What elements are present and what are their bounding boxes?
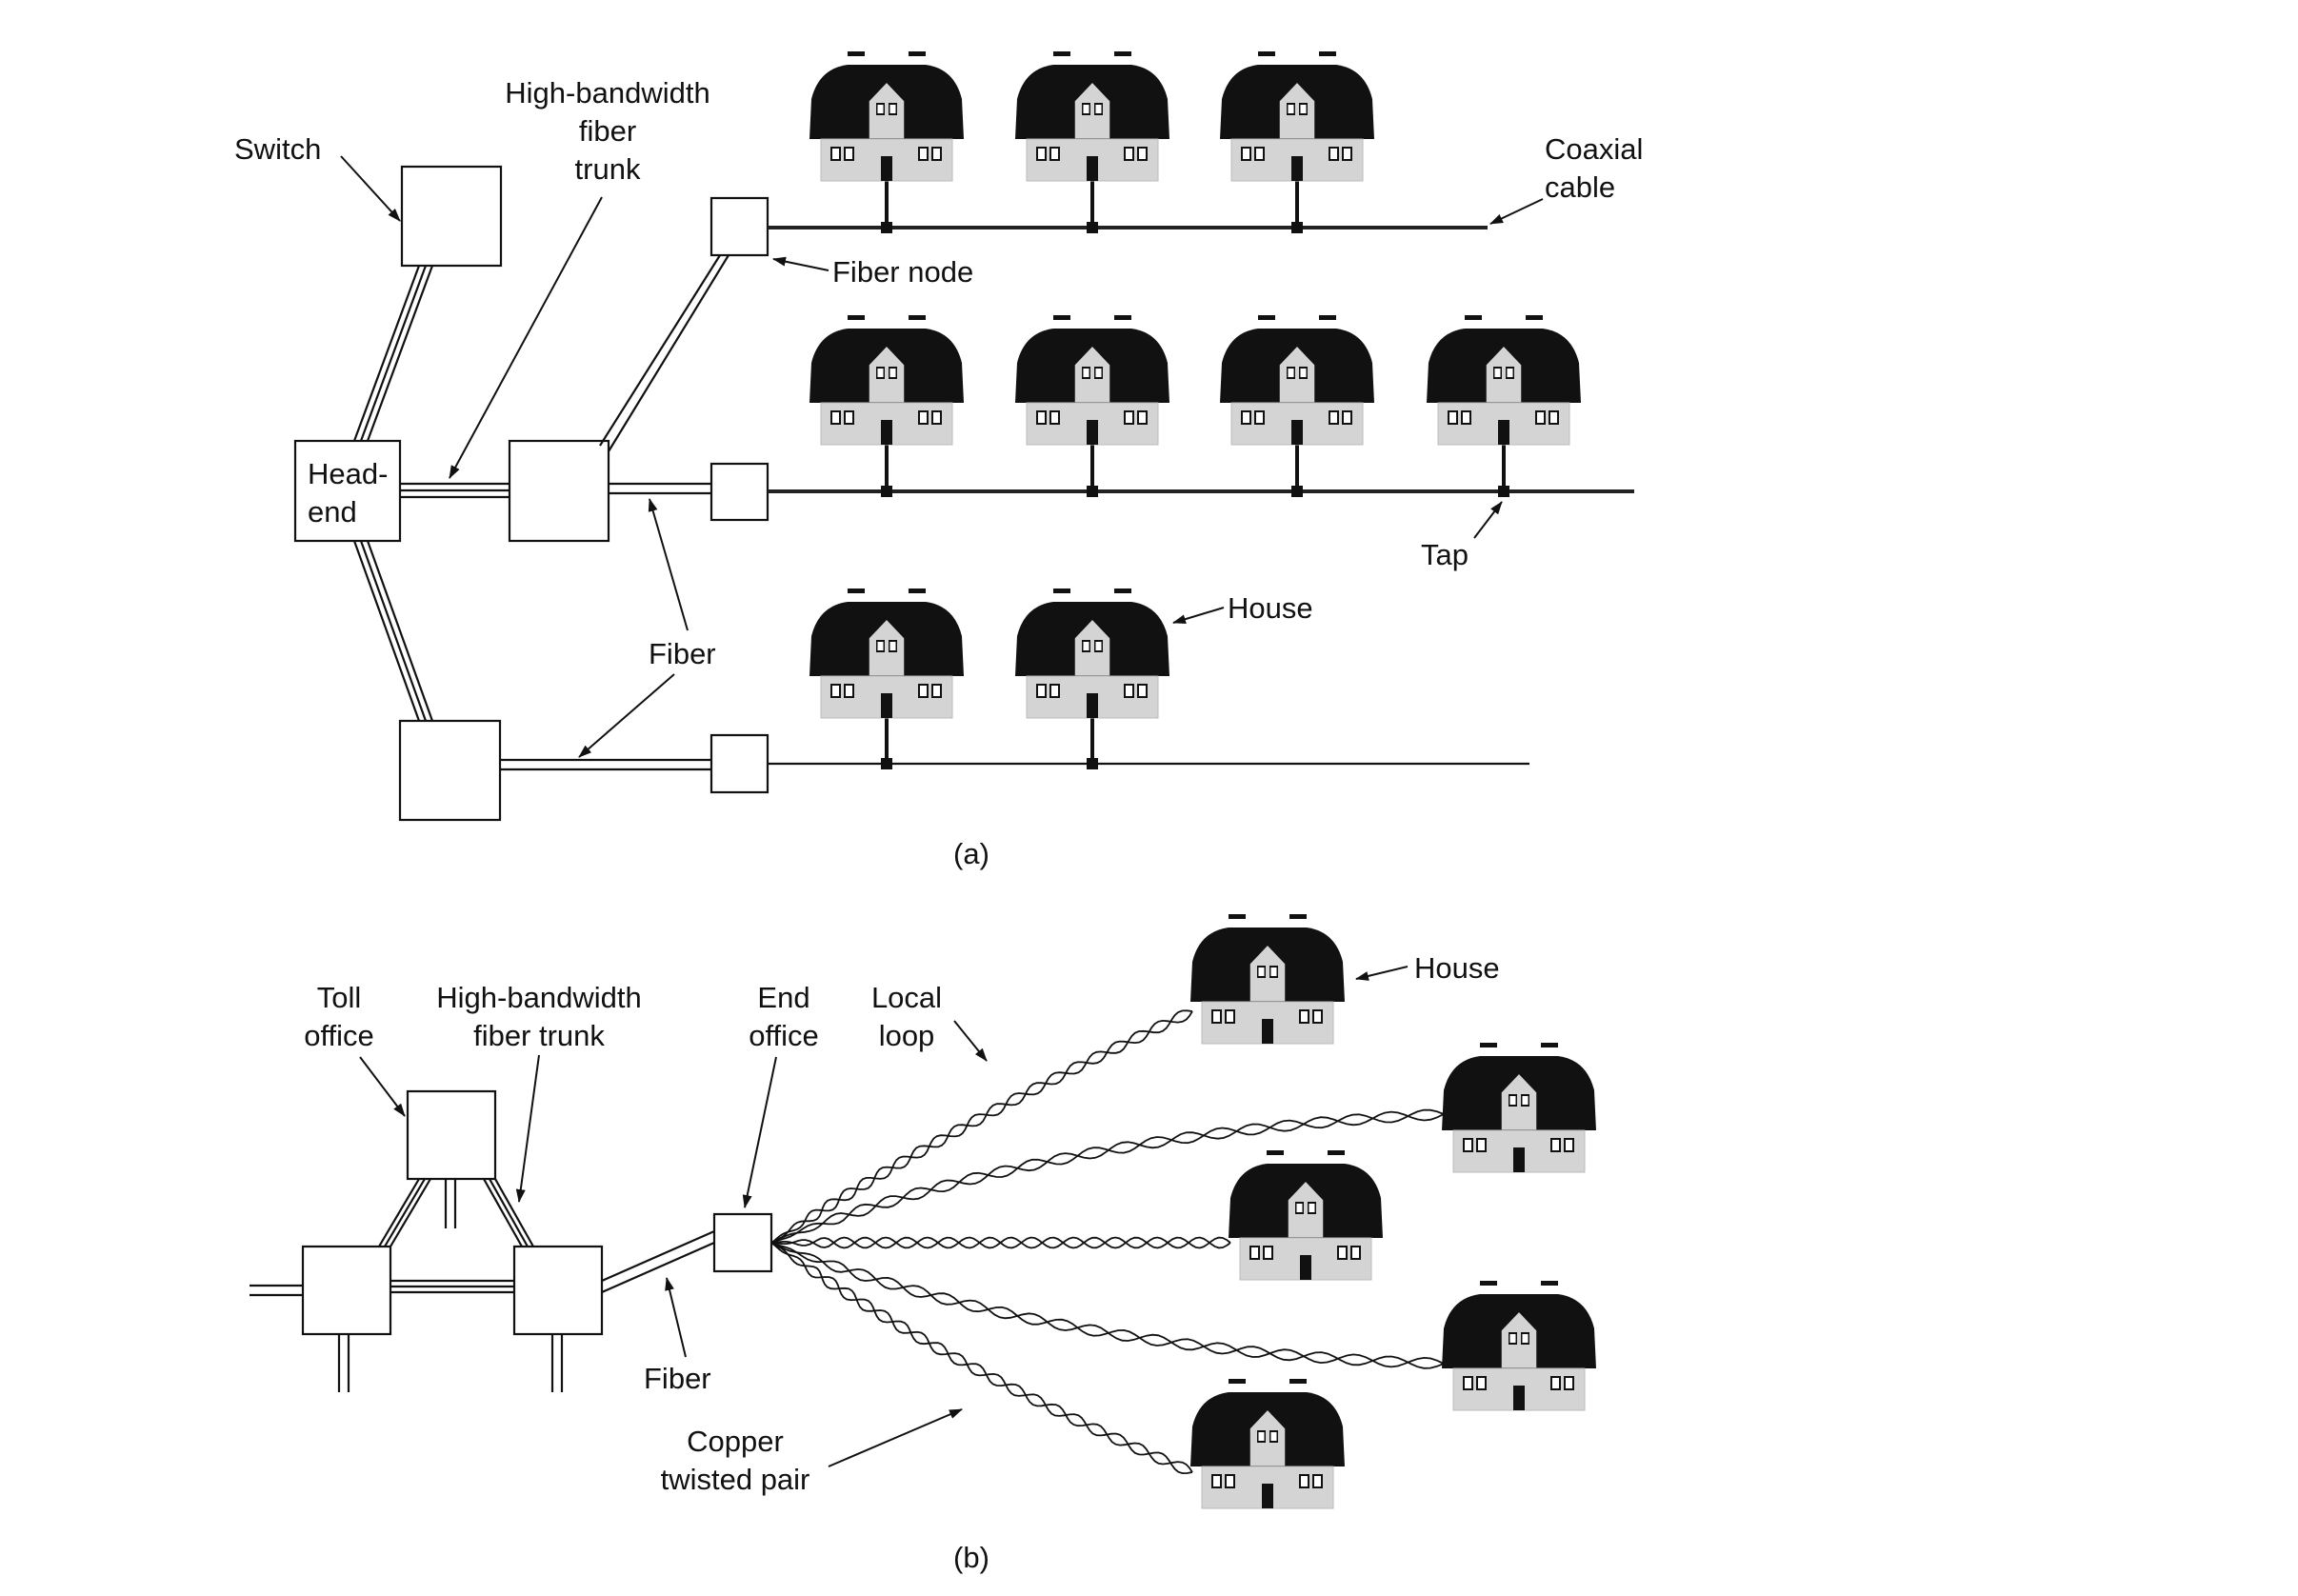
trunk-stubs <box>250 1179 715 1392</box>
fiber-node-bottom <box>709 733 769 794</box>
house-icon <box>1014 588 1170 719</box>
house-icon <box>1219 314 1375 446</box>
label-switch: Switch <box>234 132 321 166</box>
twisted-pair-wire <box>770 1236 1231 1249</box>
part-a-diagram: Switch High-bandwidth fiber trunk Coaxia… <box>234 50 1643 870</box>
headend-box <box>293 439 402 543</box>
switch-box <box>400 165 503 268</box>
switching-office-left <box>301 1245 392 1336</box>
caption-b: (b) <box>953 1541 989 1574</box>
house-icon <box>809 50 965 182</box>
label-coaxial-1: Coaxial <box>1545 132 1643 166</box>
house-icon <box>1426 314 1582 446</box>
twisted-pair-wire <box>770 1242 1445 1369</box>
label-trunk-b-2: fiber trunk <box>473 1019 605 1052</box>
hub-box-bottom <box>398 719 502 822</box>
label-toll-1: Toll <box>317 981 362 1014</box>
label-end-office-2: office <box>749 1019 819 1052</box>
house-icon <box>1014 50 1170 182</box>
part-b-diagram: Toll office High-bandwidth fiber trunk E… <box>250 913 1597 1574</box>
house-drops <box>881 164 1509 769</box>
label-tap: Tap <box>1421 538 1469 571</box>
label-trunk-a-1: High-bandwidth <box>505 76 709 110</box>
end-office-box <box>712 1212 773 1273</box>
twisted-pair-wire <box>770 1010 1193 1244</box>
switching-office-right <box>512 1245 604 1336</box>
twisted-pair-wire <box>770 1242 1193 1475</box>
label-house-a: House <box>1228 591 1313 625</box>
fiber-trunk-lines <box>352 265 510 722</box>
house-icon <box>1014 314 1170 446</box>
label-trunk-b-1: High-bandwidth <box>436 981 641 1014</box>
label-trunk-a-3: trunk <box>575 152 641 186</box>
label-headend-2: end <box>308 495 357 529</box>
label-end-office-1: End <box>757 981 809 1014</box>
label-fiber-a: Fiber <box>649 637 716 670</box>
fiber-node-top <box>709 196 769 257</box>
house-icon <box>1441 1042 1597 1173</box>
house-icon <box>1219 50 1375 182</box>
house-icon <box>1189 913 1346 1045</box>
twisted-pair-wire <box>770 1110 1445 1244</box>
label-local-loop-2: loop <box>879 1019 935 1052</box>
fiber-node-middle <box>709 462 769 522</box>
house-icon <box>1189 1378 1346 1509</box>
label-coaxial-2: cable <box>1545 170 1615 204</box>
house-icon <box>1228 1149 1384 1281</box>
label-fiber-node: Fiber node <box>832 255 973 289</box>
house-icon <box>1441 1280 1597 1411</box>
twisted-pair-wire <box>770 1242 1193 1473</box>
label-headend-1: Head- <box>308 457 388 490</box>
caption-a: (a) <box>953 837 989 870</box>
fiber-lines <box>500 254 729 771</box>
house-icon <box>809 314 965 446</box>
label-toll-2: office <box>304 1019 374 1052</box>
label-fiber-b: Fiber <box>644 1362 711 1395</box>
house-icon <box>809 588 965 719</box>
hub-box-middle <box>508 439 610 543</box>
label-house-b: House <box>1414 951 1500 985</box>
label-copper-1: Copper <box>687 1425 784 1458</box>
toll-office-box <box>406 1089 497 1181</box>
label-trunk-a-2: fiber <box>579 114 636 148</box>
fiber-trunk-lines-b <box>378 1178 534 1294</box>
label-copper-2: twisted pair <box>661 1463 810 1496</box>
copper-twisted-pairs <box>770 1009 1445 1475</box>
label-local-loop-1: Local <box>871 981 942 1014</box>
